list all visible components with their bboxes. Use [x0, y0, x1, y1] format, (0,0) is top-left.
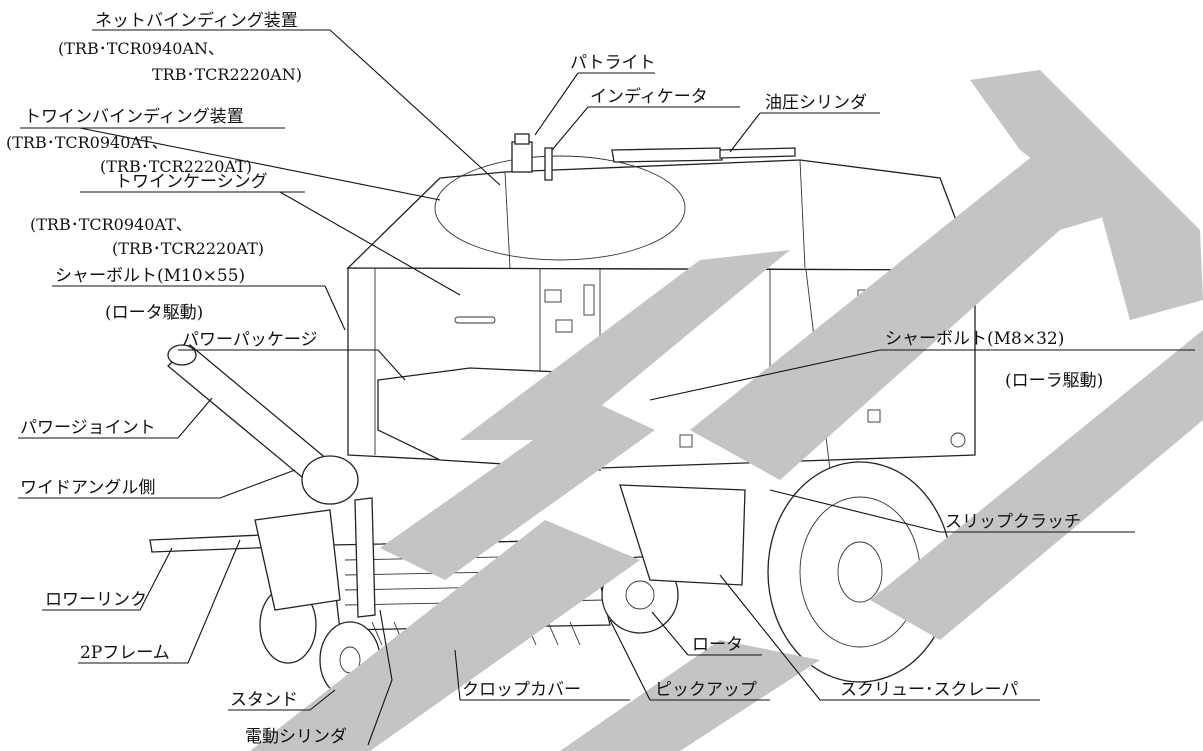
label-screw-scraper: スクリュー･スクレーパ	[840, 680, 1018, 700]
leader-power-joint	[18, 397, 213, 439]
label-power-package: パワーパッケージ	[182, 330, 318, 350]
hood-ridge	[504, 159, 806, 269]
indicator-post	[544, 147, 553, 181]
gate-bolt	[867, 409, 881, 423]
label-pickup: ピックアップ	[655, 680, 757, 700]
leader-electric-cylinder	[367, 609, 393, 746]
label-twine-casing: トワインケーシング	[115, 172, 268, 192]
label-indicator: インディケータ	[590, 86, 708, 107]
leader-net-binding	[92, 29, 501, 186]
panel-window	[555, 319, 573, 333]
net-binding-ellipse	[434, 155, 686, 261]
leader-twine-binding	[20, 127, 441, 201]
slip-clutch-housing	[619, 484, 746, 586]
label-rotor: ロータ	[692, 635, 743, 655]
label-net-binding-model2: TRB･TCR2220AN)	[152, 65, 302, 84]
leader-stand	[228, 689, 336, 711]
part-labels: ネットバインディング装置 (TRB･TCR0940AN、 TRB･TCR2220…	[6, 10, 1103, 747]
label-shear-bolt-rotor: シャーボルト(M10×55)	[55, 266, 245, 286]
label-hydraulic-cylinder: 油圧シリンダ	[765, 93, 867, 113]
patlight-body	[511, 141, 533, 173]
leader-slip-clutch	[769, 489, 1135, 533]
label-slip-clutch: スリップクラッチ	[945, 512, 1081, 532]
leader-screw-scraper	[719, 574, 1040, 701]
label-2p-frame: 2Pフレーム	[80, 643, 170, 663]
label-twine-casing-model1: (TRB･TCR0940AT、	[30, 215, 192, 234]
2p-frame	[254, 509, 341, 611]
top-hood	[346, 159, 976, 271]
label-electric-cylinder: 電動シリンダ	[245, 727, 347, 747]
watermark-stroke-1	[250, 520, 640, 751]
leader-shear-bolt-rotor	[52, 285, 346, 331]
leader-indicator	[551, 106, 740, 151]
leader-pickup	[609, 619, 770, 701]
leader-lines	[18, 29, 1195, 746]
leader-hydraulic	[729, 112, 880, 153]
watermark-stroke-2	[380, 400, 655, 580]
leader-twine-casing	[80, 191, 461, 296]
nameplate	[454, 316, 496, 324]
label-patlight: パトライト	[570, 53, 656, 73]
leader-wide-angle	[18, 469, 296, 499]
watermark-stroke-3	[560, 640, 820, 751]
panel-window	[544, 289, 562, 303]
watermark-logo	[250, 70, 1203, 751]
gate-bolt	[679, 434, 693, 448]
main-wheel-hub	[837, 541, 883, 603]
label-lower-link: ロワーリンク	[45, 590, 147, 610]
panel-slot	[583, 284, 595, 316]
label-shear-bolt-roller: シャーボルト(M8×32)	[885, 329, 1064, 349]
label-roller-drive: (ローラ駆動)	[1005, 371, 1103, 391]
label-crop-cover: クロップカバー	[462, 680, 581, 700]
watermark-stroke-6	[870, 330, 1203, 640]
label-net-binding: ネットバインディング装置	[95, 10, 298, 31]
body-bolt	[950, 432, 966, 448]
label-twine-binding-model2: (TRB･TCR2220AT)	[100, 157, 252, 176]
leader-shear-bolt-roller	[649, 349, 1195, 401]
leader-lower-link	[42, 547, 173, 611]
leader-rotor	[651, 611, 762, 656]
watermark-stroke-7	[460, 250, 790, 440]
leader-power-package	[178, 349, 406, 381]
label-net-binding-model1: (TRB･TCR0940AN、	[58, 39, 224, 58]
label-twine-casing-model2: (TRB･TCR2220AT)	[112, 239, 264, 258]
label-stand: スタンド	[230, 690, 298, 710]
label-rotor-drive: (ロータ駆動)	[105, 303, 203, 323]
leader-patlight	[534, 72, 655, 136]
rotor-hub	[625, 580, 655, 610]
watermark-stroke-5	[970, 70, 1203, 320]
patlight-top	[514, 133, 530, 145]
leader-crop-cover	[454, 649, 630, 701]
leader-2p-frame	[78, 539, 241, 664]
hydraulic-cylinder-body	[611, 147, 723, 163]
electric-cylinder	[354, 497, 376, 618]
hydraulic-cylinder-rod	[719, 147, 796, 159]
watermark-stroke-4	[690, 140, 1160, 480]
label-wide-angle-side: ワイドアングル側	[20, 478, 155, 498]
wide-angle-joint	[301, 455, 359, 505]
label-power-joint: パワージョイント	[20, 418, 156, 438]
label-twine-binding-model1: (TRB･TCR0940AT、	[6, 133, 168, 152]
label-twine-binding: トワインバインディング装置	[24, 106, 244, 127]
